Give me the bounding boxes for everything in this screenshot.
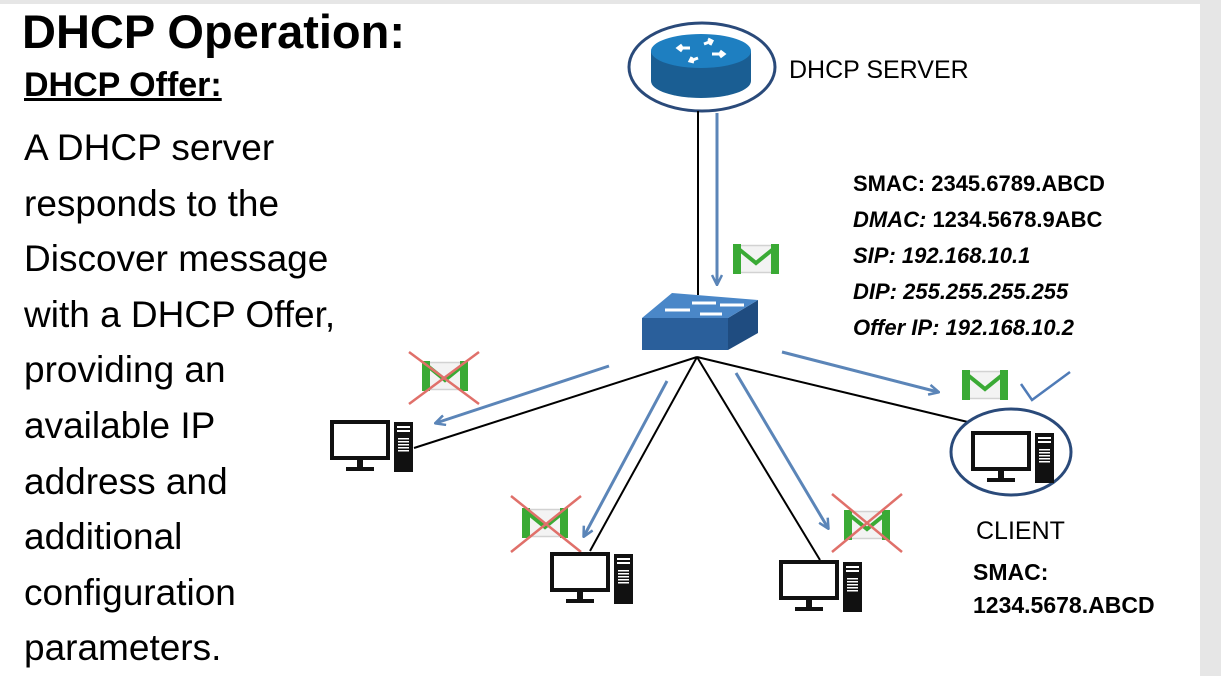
offer-ip-key: Offer IP: <box>853 315 940 340</box>
switch-icon <box>642 293 758 350</box>
cross-mark-icon <box>408 350 480 406</box>
client-computer <box>949 407 1073 497</box>
offer-ip-value: 192.168.10.2 <box>939 315 1074 340</box>
dip-key: DIP: <box>853 279 897 304</box>
frame-dmac: DMAC: 1234.5678.9ABC <box>853 202 1105 238</box>
sip-value: 192.168.10.1 <box>895 243 1031 268</box>
frame-dip: DIP: 255.255.255.255 <box>853 274 1105 310</box>
rejected-offer-left <box>408 350 480 406</box>
dmac-value: 1234.5678.9ABC <box>926 207 1103 232</box>
sip-key: SIP: <box>853 243 896 268</box>
accepted-offer <box>962 370 1071 402</box>
server-label: DHCP SERVER <box>789 56 969 84</box>
client-smac: SMAC: 1234.5678.ABCD <box>973 556 1155 622</box>
body-line: responds to the <box>24 182 280 224</box>
client-label: CLIENT <box>976 517 1065 545</box>
client-smac-label: SMAC: <box>973 559 1049 585</box>
broadcast-arrows <box>436 350 938 536</box>
server-switch-link <box>697 111 717 295</box>
switch-links <box>413 356 973 561</box>
computer-icon <box>330 420 415 474</box>
client-smac-value: 1234.5678.ABCD <box>973 592 1155 618</box>
body-line: with a DHCP Offer, <box>24 293 336 335</box>
check-mark-icon <box>1019 370 1071 402</box>
router-icon <box>627 21 777 113</box>
cross-mark-icon <box>831 493 903 553</box>
frame-sip: SIP: 192.168.10.1 <box>853 238 1105 274</box>
body-line: Discover message <box>24 238 329 280</box>
frame-offer-ip: Offer IP: 192.168.10.2 <box>853 310 1105 346</box>
body-line: address and <box>24 460 228 502</box>
frame-smac: SMAC: 2345.6789.ABCD <box>853 166 1105 202</box>
smac-value: 2345.6789.ABCD <box>925 171 1105 196</box>
body-line: configuration <box>24 571 236 613</box>
body-line: parameters. <box>24 627 222 669</box>
computer-icon <box>779 560 864 614</box>
body-line: providing an <box>24 349 226 391</box>
frame-info: SMAC: 2345.6789.ABCD DMAC: 1234.5678.9AB… <box>853 166 1105 346</box>
envelope-icon <box>733 244 779 274</box>
dmac-key: DMAC: <box>853 207 927 232</box>
dip-value: 255.255.255.255 <box>897 279 1069 304</box>
body-line: available IP <box>24 404 216 446</box>
cross-mark-icon <box>510 495 582 553</box>
body-text: A DHCP server responds to the Discover m… <box>24 120 335 676</box>
body-line: A DHCP server <box>24 127 275 168</box>
smac-key: SMAC: <box>853 171 926 196</box>
rejected-offer-middle <box>510 495 582 553</box>
envelope-icon <box>962 370 1008 400</box>
section-subtitle: DHCP Offer: <box>24 66 222 104</box>
rejected-offer-right <box>831 493 903 553</box>
computer-icon <box>550 552 635 606</box>
body-line: additional <box>24 516 183 558</box>
page-title: DHCP Operation: <box>22 5 405 58</box>
